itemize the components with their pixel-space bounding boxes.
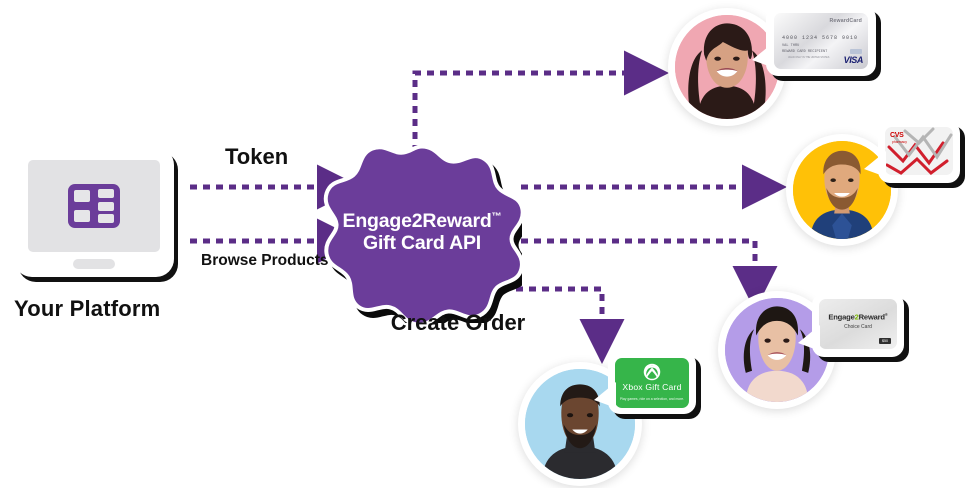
portrait-woman-purple bbox=[725, 298, 829, 402]
xbox-card-title: Xbox Gift Card bbox=[622, 382, 682, 392]
bubble-visa-card: RewardCard 4000 1234 5678 9010 VAL THRU … bbox=[752, 6, 876, 76]
engage2reward-logo: Engage2Reward® bbox=[828, 312, 888, 322]
arrow-to-choice bbox=[521, 238, 778, 311]
visa-logo: VISA bbox=[843, 55, 864, 65]
avatar-man-yellow bbox=[786, 134, 898, 246]
cvs-sublabel: pharmacy bbox=[892, 140, 907, 144]
choice-card-sublabel: Choice Card bbox=[844, 324, 872, 330]
cvs-gift-card: CVS pharmacy bbox=[885, 127, 953, 175]
flow-label-create-order: Create Order bbox=[390, 310, 526, 335]
card-fine-print: VALID ONLY IN THE UNITED STATES bbox=[788, 56, 830, 59]
badge-line-2: Gift Card API bbox=[362, 232, 482, 254]
card-holder-name: REWARD CARD RECIPIENT bbox=[782, 50, 828, 54]
engage2reward-choice-card: Engage2Reward® Choice Card $50 bbox=[819, 299, 897, 349]
badge-text: Engage2Reward™ Gift Card API bbox=[322, 143, 522, 323]
grid-icon bbox=[68, 184, 120, 228]
arrow-to-visa bbox=[412, 50, 669, 152]
visa-reward-card: RewardCard 4000 1234 5678 9010 VAL THRU … bbox=[774, 13, 868, 69]
portrait-man-blue bbox=[525, 369, 635, 479]
xbox-gift-card: Xbox Gift Card Play games, ride on a sel… bbox=[615, 358, 689, 408]
gift-card-api-badge: Engage2Reward™ Gift Card API bbox=[322, 143, 522, 323]
bubble-tail bbox=[594, 382, 616, 408]
cvs-ribbon-pattern bbox=[885, 127, 953, 175]
flow-label-token: Token bbox=[225, 144, 289, 169]
your-platform-device bbox=[14, 147, 174, 277]
cvs-logo: CVS bbox=[890, 132, 904, 139]
portrait-man-yellow bbox=[793, 141, 891, 239]
choice-card-value: $50 bbox=[879, 338, 891, 344]
device-screen bbox=[28, 160, 160, 252]
card-chip bbox=[850, 49, 862, 54]
xbox-card-sublabel: Play games, ride on a selection, and mor… bbox=[619, 397, 685, 401]
bubble-tail bbox=[864, 151, 886, 177]
avatar-woman-pink bbox=[668, 8, 786, 126]
card-brand-label: RewardCard bbox=[829, 18, 862, 24]
badge-starburst-shape bbox=[323, 144, 522, 323]
bubble-cvs-card: CVS pharmacy bbox=[864, 121, 960, 183]
badge-line-1: Engage2Reward™ bbox=[342, 210, 502, 233]
card-number: 4000 1234 5678 9010 bbox=[782, 35, 859, 41]
flow-label-browse-products: Browse Products bbox=[201, 252, 329, 269]
xbox-logo-icon bbox=[643, 363, 661, 381]
bubble-tail bbox=[798, 325, 820, 351]
device-stand bbox=[73, 259, 115, 269]
card-valid-thru: VAL THRU bbox=[782, 44, 800, 48]
portrait-woman-pink bbox=[675, 15, 779, 119]
your-platform-label: Your Platform bbox=[14, 296, 161, 321]
bubble-tail bbox=[752, 42, 774, 68]
bubble-xbox-card: Xbox Gift Card Play games, ride on a sel… bbox=[594, 352, 696, 414]
bubble-choice-card: Engage2Reward® Choice Card $50 bbox=[798, 293, 904, 357]
